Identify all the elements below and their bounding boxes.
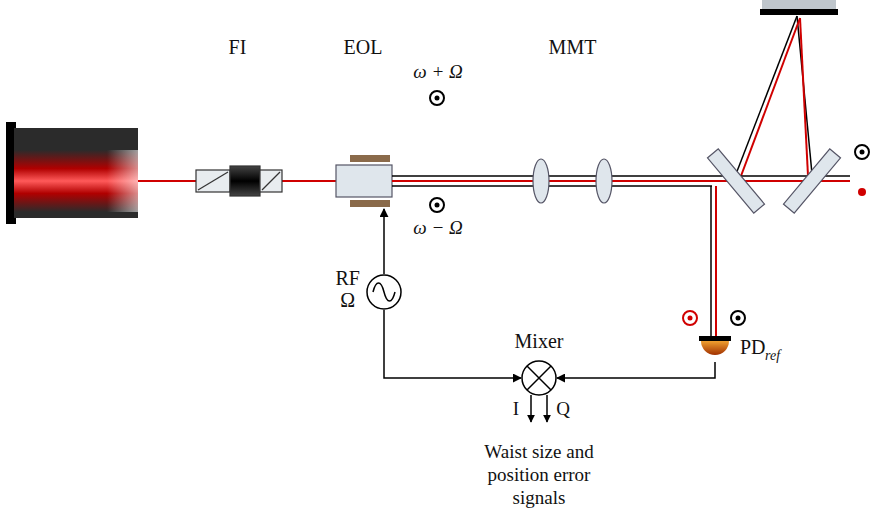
faraday-isolator [196, 166, 282, 196]
sideband-label: ω + Ω [408, 60, 468, 83]
reflected-beam [711, 186, 716, 336]
mixer-circle [521, 360, 557, 396]
oscillator-symbol [366, 274, 402, 310]
component-label: Mixer [491, 330, 587, 353]
cavity-mirrors [707, 0, 840, 213]
laser [6, 122, 138, 224]
component-label: MMT [525, 36, 620, 59]
signal-name: Q [553, 397, 573, 420]
subscript-text: ref [765, 348, 780, 364]
signal-name: I [508, 397, 524, 420]
mixer-symbol: Mixer [521, 360, 557, 396]
component-label: RF Ω [336, 267, 360, 311]
polarization-symbols [430, 91, 869, 325]
signal-wire [384, 310, 521, 378]
component-label: EOL [330, 36, 396, 59]
sideband-label: ω − Ω [408, 216, 468, 239]
electro-optic-modulator [336, 155, 392, 207]
isolator-label-box: FI [190, 36, 285, 201]
modulated-beam [392, 176, 726, 186]
note-text: Waist size and position error signals [469, 440, 609, 509]
photodiode-box: PDref [700, 336, 730, 362]
modulator-label-box: EOL [330, 36, 396, 209]
lens-label-box: MMT [525, 36, 620, 206]
signal-wire [557, 362, 715, 378]
photodiode [699, 336, 731, 355]
component-label: PD [740, 336, 766, 359]
component-label: FI [190, 36, 285, 59]
mode-matching-lenses [533, 159, 612, 203]
output-arrows [531, 395, 547, 422]
signal-wire [383, 209, 385, 274]
rf-oscillator: RF Ω [366, 274, 402, 310]
